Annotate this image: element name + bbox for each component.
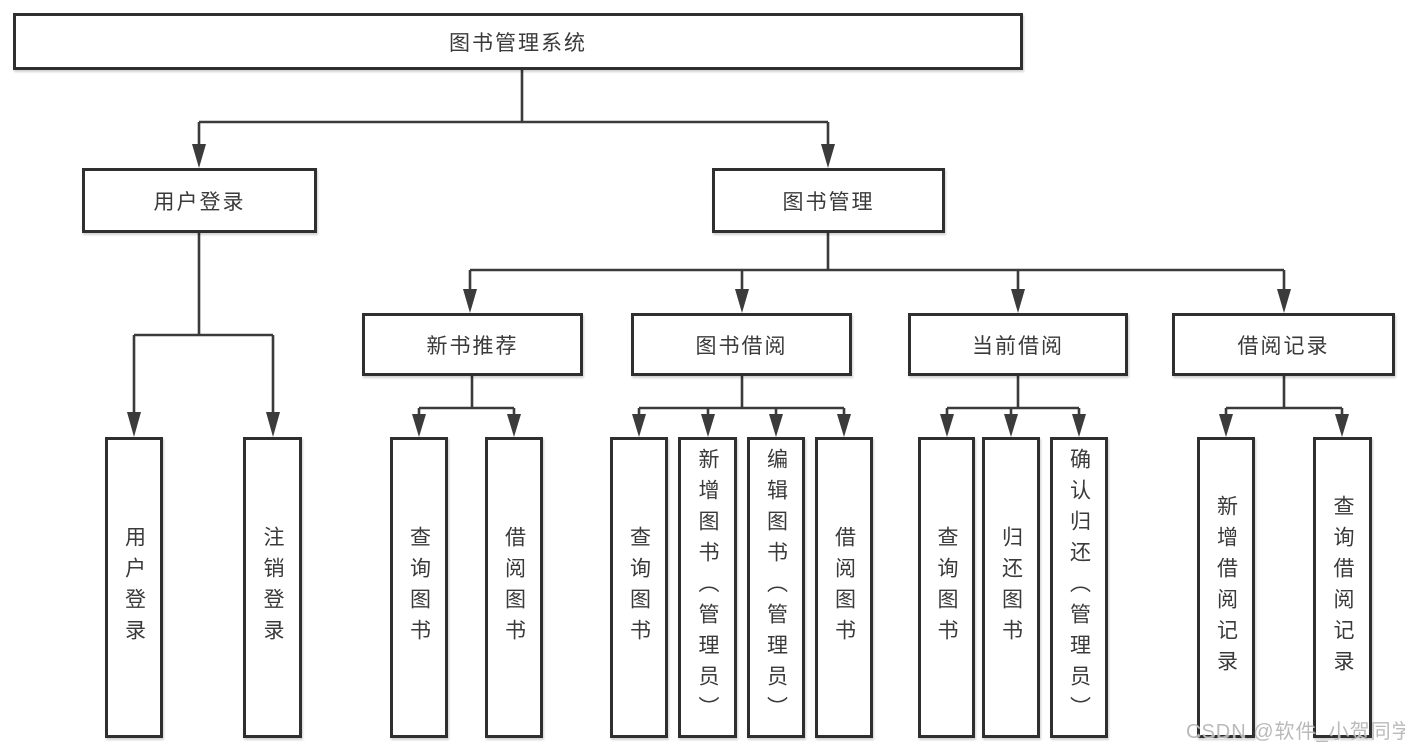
- leaf-logout: 注销登录: [243, 437, 302, 738]
- leaf-query-books-borrow: 查询图书: [610, 437, 668, 738]
- node-book-borrowing: 图书借阅: [631, 313, 852, 376]
- leaf-return-book: 归还图书: [982, 437, 1040, 738]
- node-user-login: 用户登录: [82, 168, 317, 233]
- leaf-edit-book-admin: 编辑图书（管理员）: [747, 437, 805, 738]
- leaf-query-books-current: 查询图书: [918, 437, 975, 738]
- leaf-query-borrow-record: 查询借阅记录: [1313, 437, 1372, 738]
- leaf-add-borrow-record: 新增借阅记录: [1197, 437, 1255, 738]
- node-borrowing-records: 借阅记录: [1172, 313, 1395, 376]
- leaf-user-login: 用户登录: [105, 437, 163, 738]
- node-current-borrowing: 当前借阅: [908, 313, 1128, 376]
- node-new-book-recommend: 新书推荐: [362, 313, 583, 376]
- leaf-confirm-return-admin: 确认归还（管理员）: [1050, 437, 1108, 738]
- leaf-borrow-books-recommend: 借阅图书: [485, 437, 543, 738]
- node-book-management: 图书管理: [712, 168, 945, 233]
- node-library-management-system: 图书管理系统: [13, 13, 1023, 70]
- csdn-watermark: CSDN @软件_小贺同学: [1186, 721, 1405, 743]
- leaf-query-books-recommend: 查询图书: [390, 437, 448, 738]
- leaf-borrow-books-borrow: 借阅图书: [815, 437, 873, 738]
- leaf-add-book-admin: 新增图书（管理员）: [678, 437, 737, 738]
